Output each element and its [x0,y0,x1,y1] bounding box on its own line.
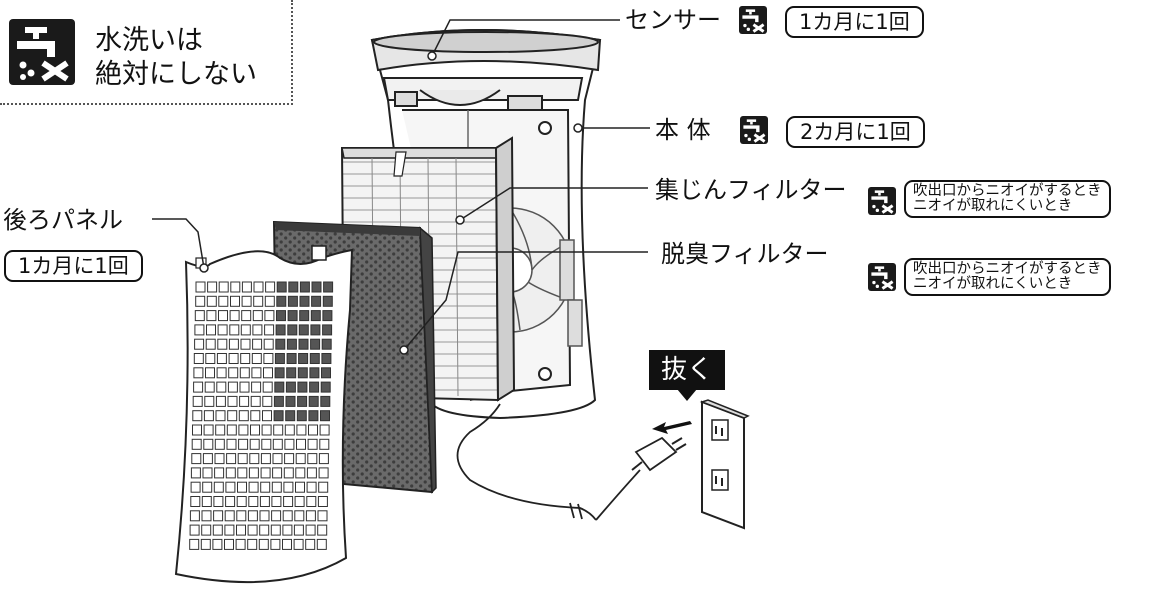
warning-text: 水洗いは 絶対にしない [95,24,257,92]
dust-filter-note: 吹出口からニオイがするとき ニオイが取れにくいとき [904,180,1111,218]
no-water-wash-icon [868,263,896,291]
deodorizing-filter-note-line1: 吹出口からニオイがするとき [913,261,1102,277]
wall-outlet [699,399,750,530]
no-water-wash-icon [868,187,896,215]
unplug-label: 抜く [649,350,725,390]
back-panel-label: 後ろパネル [3,206,123,234]
no-water-wash-icon [740,116,768,144]
dust-filter-label: 集じんフィルター [655,176,847,204]
leader-lines [152,19,650,351]
plug [631,436,687,472]
no-water-wash-icon [9,19,75,85]
pull-arrow [652,421,692,434]
warning-line-2: 絶対にしない [95,59,257,90]
dust-filter-note-line1: 吹出口からニオイがするとき [913,183,1102,199]
no-water-wash-icon [739,6,767,34]
body-label: 本 体 [655,116,711,144]
deodorizing-filter-label: 脱臭フィルター [661,240,829,268]
sensor-label: センサー [625,6,721,34]
unplug-pointer [677,389,697,401]
warning-line-1: 水洗いは [95,25,203,56]
back-panel-interval: 1カ月に1回 [4,250,143,282]
dust-filter-note-line2: ニオイが取れにくいとき [913,198,1073,214]
deodorizing-filter-note: 吹出口からニオイがするとき ニオイが取れにくいとき [904,258,1111,296]
back-panel [174,245,354,584]
sensor-interval: 1カ月に1回 [785,6,924,38]
power-cord [456,403,641,521]
deodorizing-filter-note-line2: ニオイが取れにくいとき [913,276,1073,292]
no-wash-warning-box: 水洗いは 絶対にしない [0,0,293,105]
body-interval: 2カ月に1回 [786,116,925,148]
